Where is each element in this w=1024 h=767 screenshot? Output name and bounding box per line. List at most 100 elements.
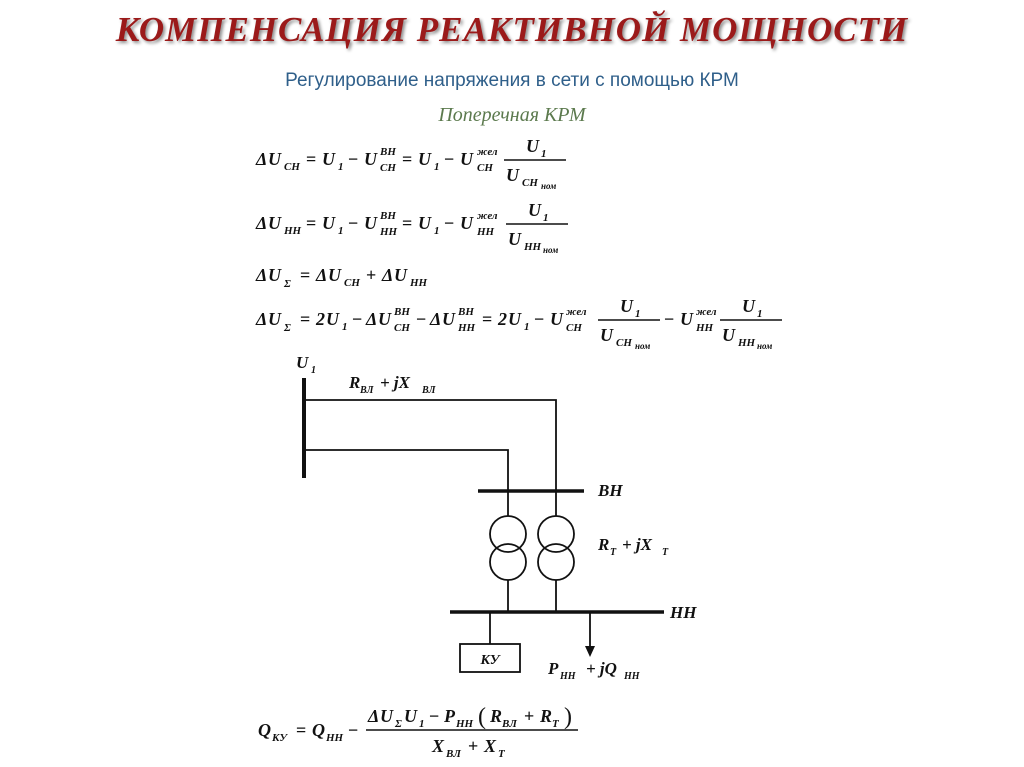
f5-num-minus: − (429, 706, 439, 726)
f2-frac-den-nom: ном (543, 245, 558, 255)
f4-u-b: U (378, 309, 392, 329)
f4-u: U (268, 309, 282, 329)
f4-eq-b: = (482, 309, 492, 329)
f5-num-delta: Δ (367, 706, 379, 726)
f5-den-x-b: X (483, 736, 497, 756)
section-heading: Поперечная КРМ (438, 104, 586, 126)
f1-u-b: U (364, 149, 378, 169)
f2-u-c: U (460, 213, 474, 233)
f5-q-b: Q (312, 720, 325, 740)
f1-u-c: U (460, 149, 474, 169)
f4-frac2-num-sub: 1 (757, 308, 763, 320)
f2-u1-sub: 1 (338, 225, 344, 237)
load-arrow-head (585, 646, 595, 657)
f5-num-plus: + (524, 706, 534, 726)
f2-u-b: U (364, 213, 378, 233)
f2-u: U (268, 213, 282, 233)
f1-u1-b-sub: 1 (434, 161, 440, 173)
f4-sub-nn-b: НН (695, 322, 714, 334)
f1-eq-b: = (402, 149, 412, 169)
t2-secondary-winding (537, 543, 575, 581)
f4-sup-vn: ВН (393, 306, 410, 318)
lv-bus-label: НН (669, 603, 697, 622)
f4-sub-sn: СН (394, 322, 410, 334)
circuit-diagram (302, 378, 664, 673)
f4-u1-b-sub: 1 (524, 321, 530, 333)
f4-minus-c: − (534, 309, 544, 329)
f1-frac-den-sub: СН (522, 177, 538, 189)
t1-primary-winding (489, 515, 527, 553)
f1-frac-num: U (526, 136, 540, 156)
f2-u1-b: U (418, 213, 432, 233)
f4-two-b: 2 (497, 309, 507, 329)
f3-u-c: U (394, 265, 408, 285)
source-label-sub: 1 (311, 365, 316, 376)
f5-num-sigma: Σ (394, 718, 402, 730)
f5-q-sub: КУ (271, 732, 288, 744)
f1-minus-b: − (444, 149, 454, 169)
formula-q-ku: Q КУ = Q НН − Δ U Σ U 1 − P НН ( U R ВЛ … (258, 704, 578, 760)
f5-num-r-t: R (539, 706, 552, 726)
load-q-sub: НН (623, 671, 641, 682)
f4-frac1-den: U (600, 325, 614, 345)
f1-sub-sn: СН (284, 161, 300, 173)
f5-minus: − (348, 720, 358, 740)
f3-delta-b: Δ (315, 265, 327, 285)
f2-sub-nn-c: НН (476, 226, 495, 238)
t2-primary-winding (537, 515, 575, 553)
f5-eq: = (296, 720, 306, 740)
line-wire-upper (304, 399, 557, 490)
f3-sub-sigma: Σ (283, 278, 291, 290)
f4-two: 2 (315, 309, 325, 329)
f2-minus-b: − (444, 213, 454, 233)
f5-num-r-vl: R (489, 706, 502, 726)
f2-eq-b: = (402, 213, 412, 233)
f4-delta: Δ (255, 309, 267, 329)
f5-paren-close: ) (564, 704, 572, 730)
f5-den-plus: + (468, 736, 478, 756)
f4-u1: U (326, 309, 340, 329)
f3-u-b: U (328, 265, 342, 285)
f4-frac1-num-sub: 1 (635, 308, 641, 320)
formula-delta-u-sn: Δ U СН = U 1 − U ВН СН = U 1 − U жел СН … (255, 136, 566, 191)
f2-frac-den-sub: НН (523, 241, 542, 253)
f2-frac-num: U (528, 200, 542, 220)
f5-num-r-vl-sub: ВЛ (501, 718, 517, 730)
f4-sub-sigma: Σ (283, 322, 291, 334)
transformer-r-sub: Т (610, 547, 617, 558)
f4-sup-vn-b: ВН (457, 306, 474, 318)
transformer-x-sub: Т (662, 547, 669, 558)
f1-sub-sn-b: СН (380, 162, 396, 174)
formula-delta-u-sum: Δ U Σ = Δ U СН + Δ U НН (255, 265, 428, 290)
f2-frac-num-sub: 1 (543, 212, 549, 224)
line-wire-lower (304, 449, 509, 490)
f4-minus-b: − (416, 309, 426, 329)
f2-sup-zhel: жел (477, 210, 498, 222)
f3-sub-sn: СН (344, 277, 360, 289)
f4-sub-nn: НН (457, 322, 476, 334)
f4-frac1-den-sub: СН (616, 337, 632, 349)
f2-eq: = (306, 213, 316, 233)
compensator-box (459, 643, 521, 673)
f3-delta: Δ (255, 265, 267, 285)
f4-sup-zhel-b: жел (696, 306, 717, 318)
f1-frac-den: U (506, 165, 520, 185)
f2-sub-nn: НН (283, 225, 302, 237)
f5-den-x-sub: ВЛ (445, 748, 461, 760)
diagram-labels: U 1 R ВЛ + jX ВЛ ВН R Т + jX Т НН КУ P Н… (296, 353, 697, 682)
line-impedance-r-sub: ВЛ (359, 385, 375, 396)
f4-minus-d: − (664, 309, 674, 329)
formula-delta-u-sum-expanded: Δ U Σ = 2 U 1 − Δ U ВН СН − Δ U ВН НН = … (255, 296, 782, 351)
load-p-sub: НН (559, 671, 577, 682)
f1-delta: Δ (255, 149, 267, 169)
transformer-r: R (597, 535, 609, 554)
f4-eq: = (300, 309, 310, 329)
f3-eq: = (300, 265, 310, 285)
slide-subtitle: Регулирование напряжения в сети с помощь… (285, 70, 739, 91)
f2-sub-nn-b: НН (379, 226, 398, 238)
hv-bus-label: ВН (597, 481, 623, 500)
f4-u1-b: U (508, 309, 522, 329)
f1-eq: = (306, 149, 316, 169)
f1-frac-num-sub: 1 (541, 148, 547, 160)
